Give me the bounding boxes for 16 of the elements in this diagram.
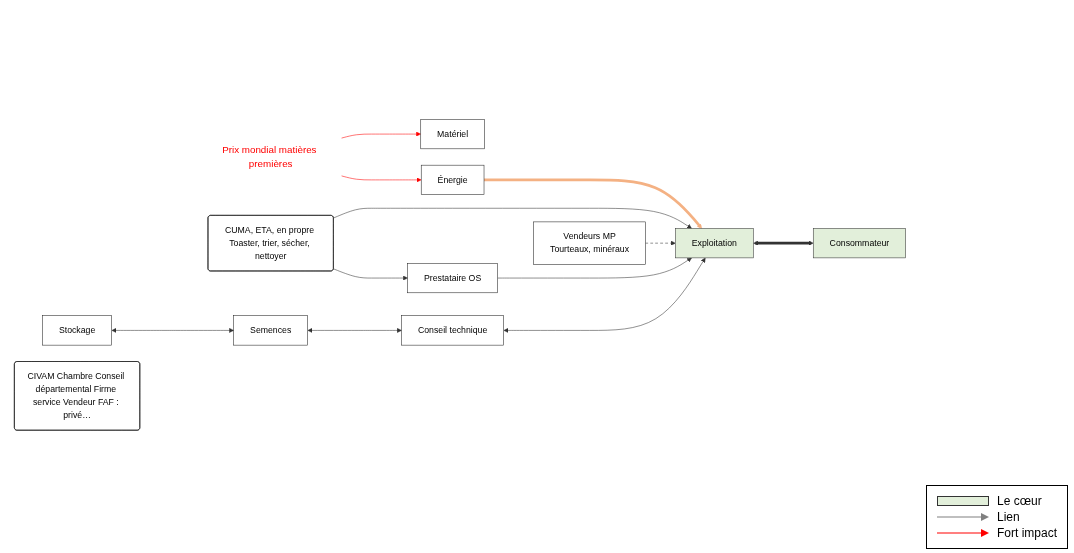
node-box (813, 228, 906, 259)
node-box (407, 263, 498, 294)
legend-text: Fort impact (997, 526, 1057, 540)
arrow (484, 178, 702, 229)
node-box (233, 315, 308, 346)
legend-text: Le cœur (997, 494, 1042, 508)
legend-text: Lien (997, 510, 1020, 524)
node-text: Prix mondial matières premières (222, 144, 317, 170)
node-box (420, 165, 485, 196)
node-box (675, 228, 754, 259)
arrow (753, 240, 814, 246)
node-box (401, 315, 504, 346)
node-box (420, 119, 485, 150)
node-box (42, 315, 112, 346)
node-box (533, 221, 646, 265)
flow-diagram: Matériel CUMA, ETA, en propre Toaster, trier, sécher, nettoyer Stockage Énergie Prestataire OS Semences Vendeurs MP Tourteaux, minéraux Exploitation Conseil technique CIVAM Chambre Conseil départemental Firme service Vendeur FAF : privé… Consommateur Prix mondial matières premières (10, 115, 910, 435)
